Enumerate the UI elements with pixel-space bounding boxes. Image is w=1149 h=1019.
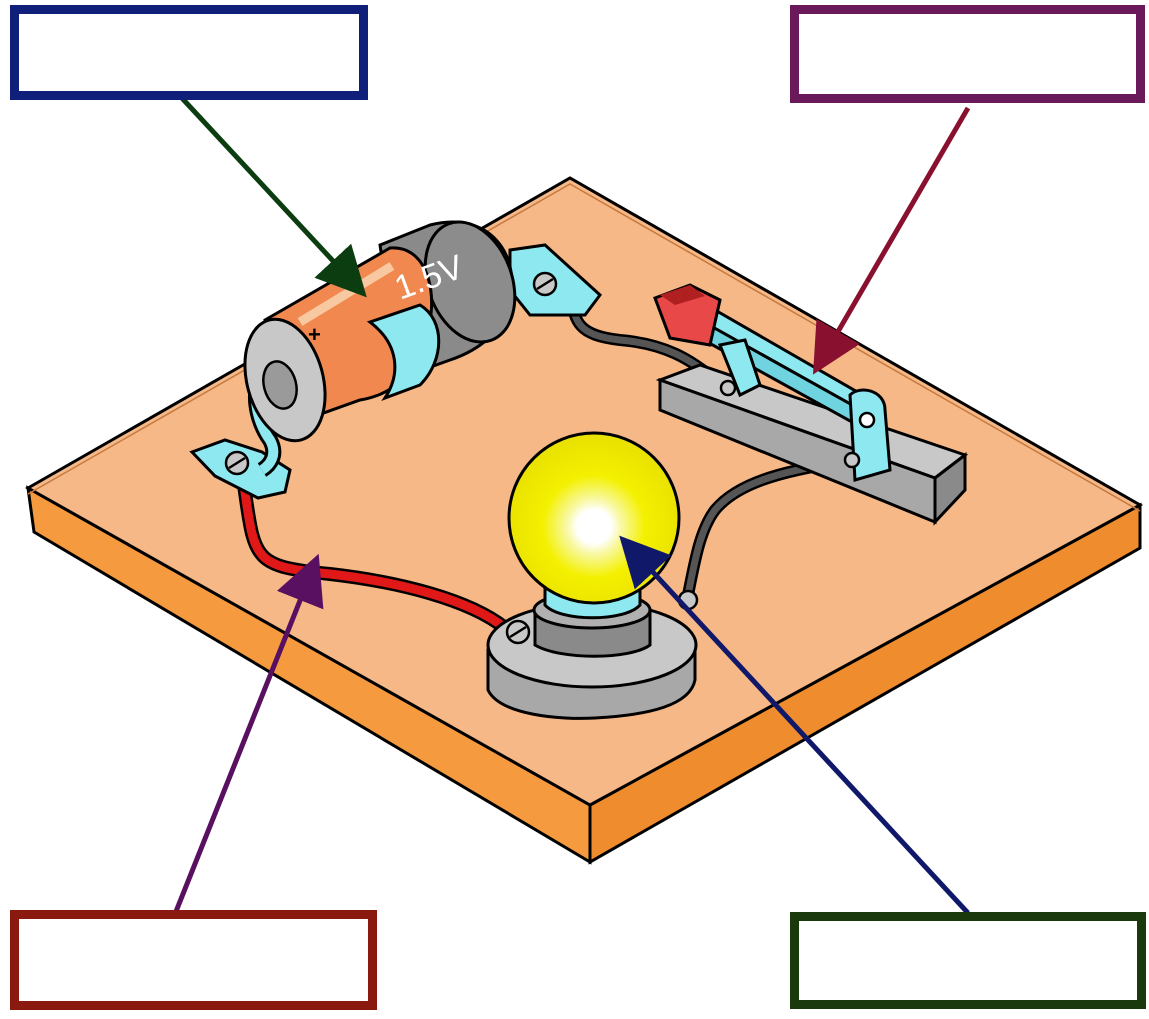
bulb-label-text [799,921,1137,1000]
battery-positive-mark: + [308,322,321,347]
wire-label-text [19,919,368,1001]
battery-label-box[interactable] [10,5,368,100]
switch-label-box[interactable] [790,5,1145,103]
bulb-label-box[interactable] [790,912,1146,1009]
switch-pointer-arrow [818,108,968,366]
battery-pointer-arrow [180,96,360,290]
bulb-glass [509,433,679,603]
switch-label-text [799,14,1136,94]
battery-label-text [19,14,359,91]
wire-label-box[interactable] [10,910,377,1010]
